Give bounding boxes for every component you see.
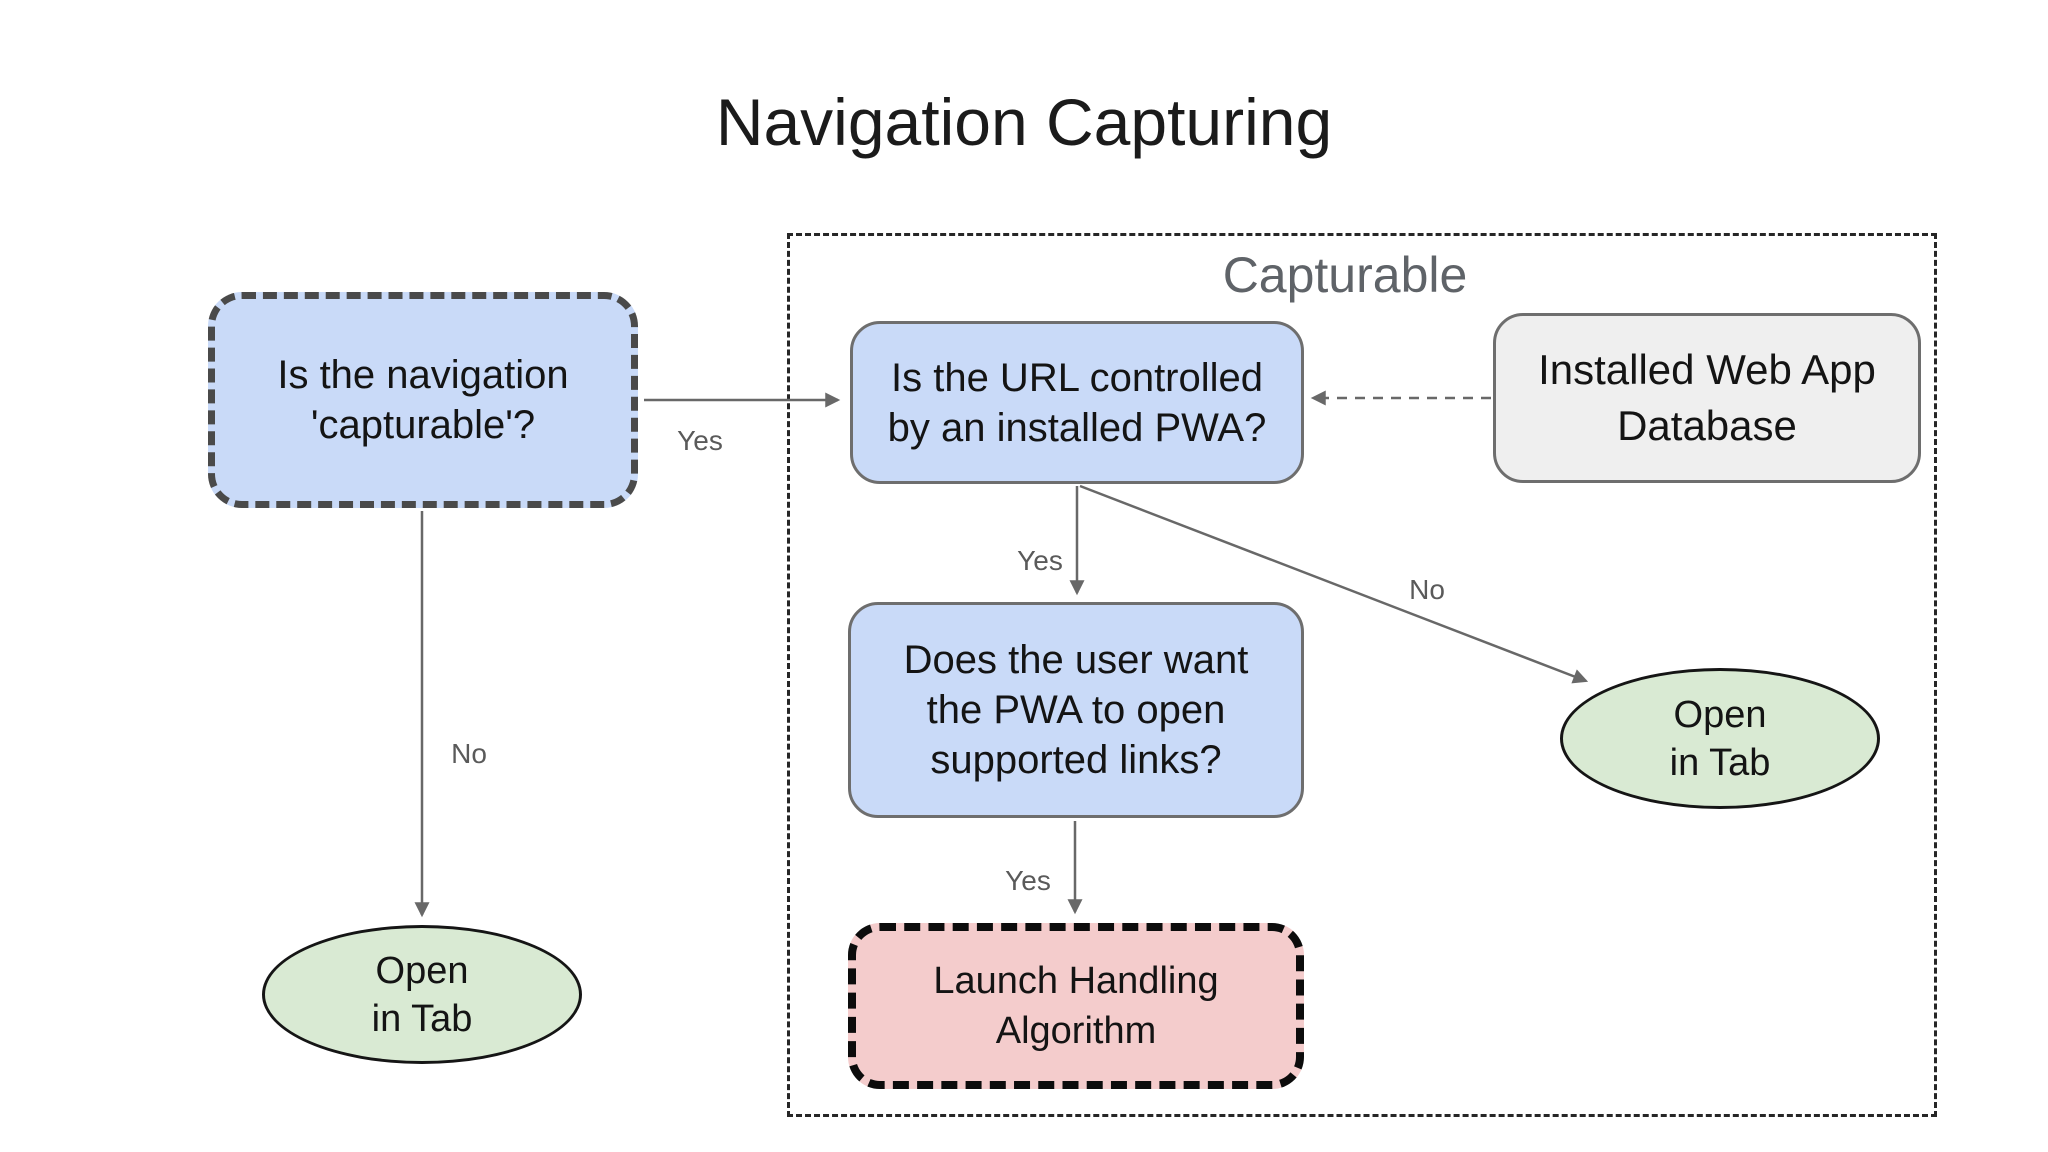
edge-label-yes-url: Yes <box>1017 545 1063 576</box>
node-is-url-controlled-by-pwa: Is the URL controlled by an installed PW… <box>850 321 1304 484</box>
capturable-group-label: Capturable <box>1222 247 1468 303</box>
node-launch-handling-algorithm: Launch Handling Algorithm <box>848 923 1304 1089</box>
edge-label-yes-capturable: Yes <box>677 425 723 456</box>
page-title: Navigation Capturing <box>715 85 1333 159</box>
node-open-in-tab-right: Open in Tab <box>1560 668 1880 809</box>
node-open-in-tab-left: Open in Tab <box>262 925 582 1064</box>
edge-label-yes-want: Yes <box>1005 865 1051 896</box>
edge-label-no-url: No <box>1409 574 1445 605</box>
node-does-user-want-pwa-links: Does the user want the PWA to open suppo… <box>848 602 1304 818</box>
capturable-group-outline <box>787 233 1937 1117</box>
edge-label-no-capturable: No <box>451 738 487 769</box>
node-is-navigation-capturable: Is the navigation 'capturable'? <box>208 292 638 508</box>
node-installed-web-app-database: Installed Web App Database <box>1493 313 1921 483</box>
